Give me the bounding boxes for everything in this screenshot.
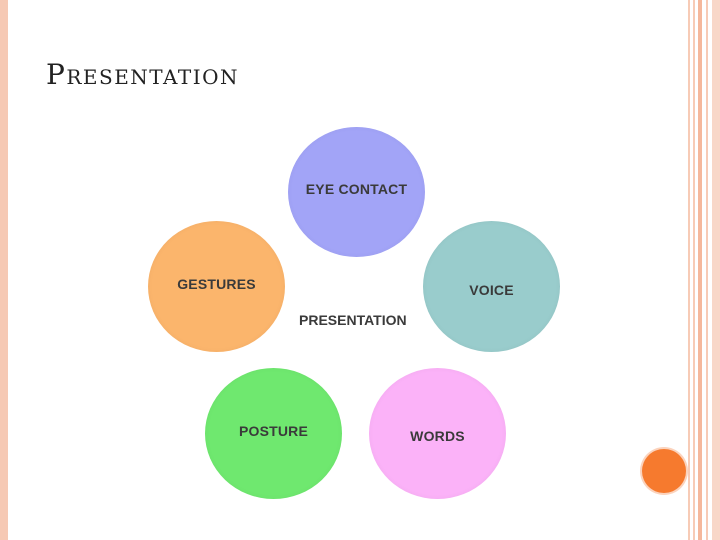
accent-dot bbox=[642, 449, 686, 493]
gestures-label: GESTURES bbox=[177, 275, 256, 292]
right-border-stripes bbox=[688, 0, 720, 540]
posture-circle: POSTURE bbox=[205, 368, 342, 499]
left-border-stripe bbox=[0, 0, 8, 540]
border-stripe bbox=[688, 0, 690, 540]
eye-contact-circle: EYE CONTACT bbox=[288, 127, 425, 257]
border-stripe bbox=[698, 0, 702, 540]
slide-title: Presentation bbox=[46, 58, 240, 91]
center-label: PRESENTATION bbox=[299, 312, 407, 328]
gestures-circle: GESTURES bbox=[148, 221, 285, 352]
eye-contact-label: EYE CONTACT bbox=[305, 181, 408, 197]
border-stripe bbox=[693, 0, 695, 540]
border-stripe bbox=[712, 0, 720, 540]
posture-label: POSTURE bbox=[238, 422, 309, 439]
border-stripe bbox=[706, 0, 708, 540]
voice-circle: VOICE bbox=[423, 221, 560, 352]
voice-label: VOICE bbox=[469, 281, 514, 298]
words-label: WORDS bbox=[410, 427, 465, 444]
words-circle: WORDS bbox=[369, 368, 506, 499]
